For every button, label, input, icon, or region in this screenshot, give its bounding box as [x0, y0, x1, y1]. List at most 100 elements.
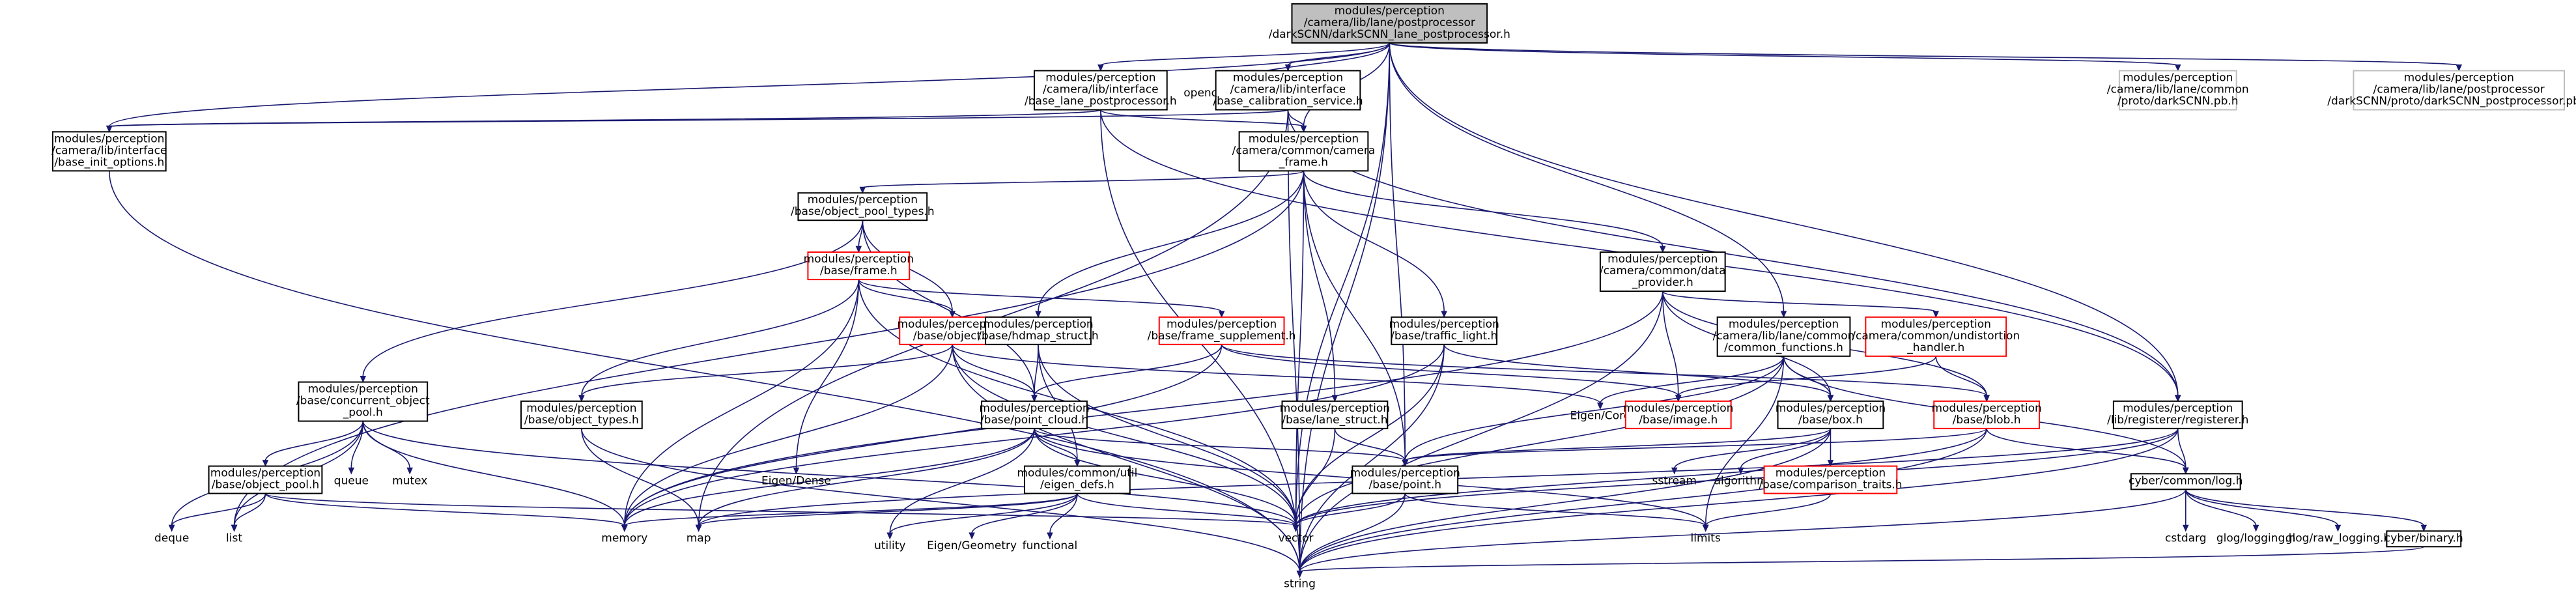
node-root[interactable]: modules/perception/camera/lib/lane/postp…	[1269, 3, 1510, 44]
node-functional[interactable]: functional	[1019, 539, 1081, 554]
node-frame[interactable]: modules/perception/base/frame.h	[804, 251, 914, 281]
node-cstdarg[interactable]: cstdarg	[2160, 531, 2211, 546]
edge-arrowhead	[1932, 311, 1940, 319]
node-label-line: /darkSCNN/darkSCNN_lane_postprocessor.h	[1269, 28, 1510, 41]
node-utility[interactable]: utility	[866, 539, 913, 554]
node-cyber-binary[interactable]: cyber/binary.h	[2385, 530, 2463, 548]
node-map[interactable]: map	[681, 531, 716, 546]
edge-arrowhead	[1597, 403, 1604, 410]
edge-line	[1783, 356, 1832, 396]
node-label-line: queue	[334, 474, 369, 487]
node-traffic-light[interactable]: modules/perception/base/traffic_light.h	[1389, 316, 1499, 345]
node-comparison-traits[interactable]: modules/perception/base/comparison_trait…	[1759, 465, 1903, 494]
edge-arrowhead	[2252, 524, 2259, 532]
node-deque[interactable]: deque	[150, 531, 193, 546]
node-label-line: Eigen/Dense	[761, 474, 831, 487]
edge-box-to-algorithm	[1737, 428, 1832, 475]
node-label-line: modules/perception	[1623, 402, 1733, 415]
node-label-line: /base/object_types.h	[524, 414, 639, 427]
node-vector[interactable]: vector	[1273, 531, 1320, 546]
node-blob[interactable]: modules/perception/base/blob.h	[1931, 400, 2042, 429]
edge-arrowhead	[1780, 311, 1787, 319]
node-string[interactable]: string	[1277, 577, 1323, 593]
node-label-line: /base/concurrent_object	[296, 395, 430, 408]
node-eigen-core[interactable]: Eigen/Core	[1565, 409, 1635, 425]
edge-arrowhead	[1035, 311, 1041, 319]
node-registerer[interactable]: modules/perception/lib/registerer/regist…	[2107, 400, 2248, 429]
edge-line	[581, 428, 1301, 572]
node-label-line: modules/perception	[2123, 402, 2233, 415]
node-limits[interactable]: limits	[1684, 531, 1727, 546]
edge-base-calibration-service-to-camera-frame	[1287, 109, 1307, 133]
node-frame-supplement[interactable]: modules/perception/base/frame_supplement…	[1148, 316, 1296, 345]
node-label-line: modules/perception	[983, 318, 1093, 331]
node-point[interactable]: modules/perception/base/point.h	[1350, 465, 1460, 494]
edge-line	[1221, 344, 1987, 397]
edge-arrowhead	[168, 524, 175, 532]
edge-line	[264, 492, 625, 527]
edge-comparison-traits-to-limits	[1702, 493, 1832, 532]
edge-line	[1389, 42, 1785, 312]
node-label-line: functional	[1023, 539, 1078, 552]
node-point-cloud[interactable]: modules/perception/base/point_cloud.h	[979, 400, 1090, 429]
node-data-provider[interactable]: modules/perception/camera/common/data_pr…	[1599, 251, 1726, 292]
edge-base-lane-postprocessor-to-camera-frame	[1100, 109, 1307, 133]
node-camera-frame[interactable]: modules/perception/camera/common/camera_…	[1232, 131, 1376, 172]
edge-line	[108, 42, 1391, 127]
node-image[interactable]: modules/perception/base/image.h	[1623, 400, 1733, 429]
edge-line	[1303, 171, 1663, 248]
node-hdmap-struct[interactable]: modules/perception/base/hdmap_struct.h	[978, 316, 1099, 345]
edge-line	[1100, 109, 1305, 128]
node-eigen-defs[interactable]: modules/common/util/eigen_defs.h	[1017, 465, 1137, 494]
edge-arrowhead	[2420, 524, 2427, 532]
node-proto-darkscnn[interactable]: modules/perception/camera/lib/lane/commo…	[2107, 70, 2249, 111]
node-list[interactable]: list	[217, 531, 252, 546]
edge-cyber-log-to-glog-raw-logging	[2185, 489, 2342, 532]
edge-cyber-log-to-glog-logging	[2185, 489, 2259, 532]
edge-registerer-to-cyber-log	[2177, 428, 2189, 475]
node-undistortion-handler[interactable]: modules/perception/camera/common/undisto…	[1852, 316, 2020, 357]
node-memory[interactable]: memory	[599, 531, 650, 546]
node-object-pool[interactable]: modules/perception/base/object_pool.h	[208, 465, 323, 494]
node-sstream[interactable]: sstream	[1649, 474, 1700, 489]
edge-line	[1935, 356, 1987, 396]
edge-arrowhead	[1675, 395, 1682, 403]
node-base-lane-postprocessor[interactable]: modules/perception/camera/lib/interface/…	[1025, 70, 1177, 111]
edge-arrowhead	[886, 532, 894, 540]
node-box	[1716, 316, 1851, 357]
node-lane-struct[interactable]: modules/perception/base/lane_struct.h	[1280, 400, 1390, 429]
node-label-line: /camera/lib/lane/postprocessor	[2373, 83, 2545, 96]
node-base-init-options[interactable]: modules/perception/camera/lib/interface/…	[51, 131, 167, 172]
node-concurrent-object-pool[interactable]: modules/perception/base/concurrent_objec…	[296, 381, 430, 422]
node-label-line: /camera/lib/lane/postprocessor	[1304, 16, 1475, 29]
node-cyber-log[interactable]: cyber/common/log.h	[2129, 473, 2243, 490]
edge-eigen-defs-to-vector	[1077, 493, 1299, 532]
node-label-line: modules/perception	[2404, 72, 2514, 85]
node-common-functions[interactable]: modules/perception/camera/lib/lane/commo…	[1713, 316, 1855, 357]
node-object-types[interactable]: modules/perception/base/object_types.h	[520, 400, 643, 429]
edge-line	[362, 421, 625, 526]
edge-arrowhead	[2182, 467, 2189, 475]
node-eigen-geometry[interactable]: Eigen/Geometry	[927, 539, 1017, 554]
node-label-line: _handler.h	[1906, 341, 1964, 354]
node-base-calibration-service[interactable]: modules/perception/camera/lib/interface/…	[1213, 70, 1363, 111]
edge-line	[1034, 428, 1297, 526]
node-queue[interactable]: queue	[330, 474, 373, 489]
node-proto-postprocessor[interactable]: modules/perception/camera/lib/lane/postp…	[2327, 70, 2576, 111]
node-box[interactable]: modules/perception/base/box.h	[1776, 400, 1886, 429]
edge-arrowhead	[1983, 395, 1990, 403]
node-glog-raw-logging[interactable]: glog/raw_logging.h	[2286, 531, 2390, 546]
node-eigen-dense[interactable]: Eigen/Dense	[761, 474, 832, 489]
node-object-pool-types[interactable]: modules/perception/base/object_pool_type…	[791, 192, 935, 221]
node-label-line: /base/lane_struct.h	[1282, 414, 1387, 427]
edge-cyber-log-to-string	[1296, 489, 2187, 578]
edge-eigen-defs-to-eigen-geometry	[969, 493, 1078, 540]
edge-line	[1389, 42, 1406, 461]
edge-line	[1705, 356, 1785, 526]
node-label-line: /base/frame_supplement.h	[1148, 330, 1296, 343]
edge-line	[889, 493, 1078, 534]
node-glog-logging[interactable]: glog/logging.h	[2216, 531, 2296, 546]
node-algorithm[interactable]: algorithm	[1712, 474, 1770, 489]
edge-arrowhead	[1660, 246, 1666, 253]
node-mutex[interactable]: mutex	[388, 474, 431, 489]
